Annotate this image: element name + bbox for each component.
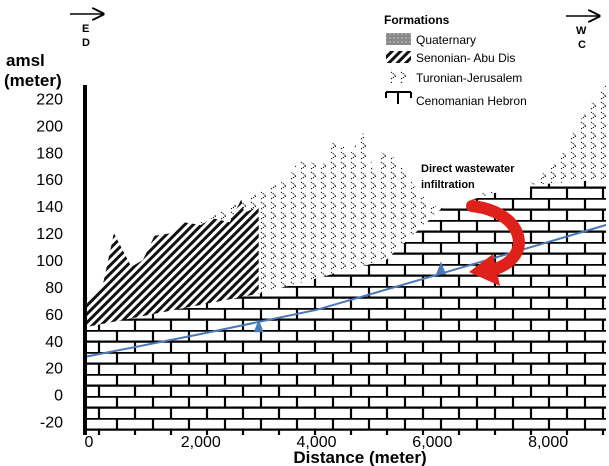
legend: Formations Quaternary Senonian- Abu Dis …: [384, 13, 527, 108]
y-tick-label: 120: [36, 226, 63, 243]
legend-title: Formations: [384, 13, 450, 27]
legend-label-senonian: Senonian- Abu Dis: [416, 51, 515, 65]
annotation-background: [418, 158, 530, 192]
left-orientation-bottom: D: [82, 37, 90, 49]
y-tick-label: 200: [36, 118, 63, 135]
x-axis-title: Distance (meter): [293, 448, 426, 466]
x-tick-label: 6,000: [412, 434, 452, 451]
left-orientation-top: E: [82, 23, 89, 35]
y-axis-title-line1: amsl: [6, 51, 45, 70]
x-tick-label: 0: [85, 434, 94, 451]
water-level-marker: [253, 319, 264, 333]
legend-swatch-cenomanian: [385, 91, 412, 104]
cenomanian-hebron-area: [85, 179, 606, 435]
y-tick-label: 100: [36, 253, 63, 270]
legend-label-quaternary: Quaternary: [416, 33, 476, 47]
water-level-marker: [436, 261, 447, 275]
annotation-line1: Direct wastewater: [421, 163, 515, 175]
y-axis-title-line2: (meter): [4, 71, 62, 90]
y-tick-label: 180: [36, 145, 63, 162]
legend-label-turonian: Turonian-Jerusalem: [416, 71, 522, 85]
legend-label-cenomanian: Cenomanian Hebron: [416, 94, 527, 108]
formation-layers: [84, 85, 607, 435]
x-tick-label: 2,000: [181, 434, 221, 451]
right-orientation-top: W: [576, 25, 587, 37]
water-level-markers: [253, 261, 447, 333]
y-tick-label: 60: [45, 307, 63, 324]
x-tick-label: 8,000: [528, 434, 568, 451]
y-tick-label: 220: [36, 91, 63, 108]
y-tick-label: -20: [40, 415, 63, 432]
infiltration-arrow: [466, 200, 525, 286]
y-tick-label: 140: [36, 199, 63, 216]
legend-swatch-senonian: [386, 51, 411, 63]
y-tick-label: 80: [45, 280, 63, 297]
right-orientation-bottom: C: [578, 39, 586, 51]
x-tick-labels: 0 2,000 4,000 6,000 8,000: [85, 434, 569, 451]
y-tick-label: 160: [36, 172, 63, 189]
legend-swatch-quaternary: [386, 33, 411, 45]
y-tick-label: 40: [45, 334, 63, 351]
x-tick-label: 4,000: [297, 434, 337, 451]
y-tick-label: 0: [54, 388, 63, 405]
legend-swatch-turonian: [386, 69, 411, 83]
annotation-line2: infiltration: [421, 179, 475, 191]
y-tick-label: 20: [45, 361, 63, 378]
